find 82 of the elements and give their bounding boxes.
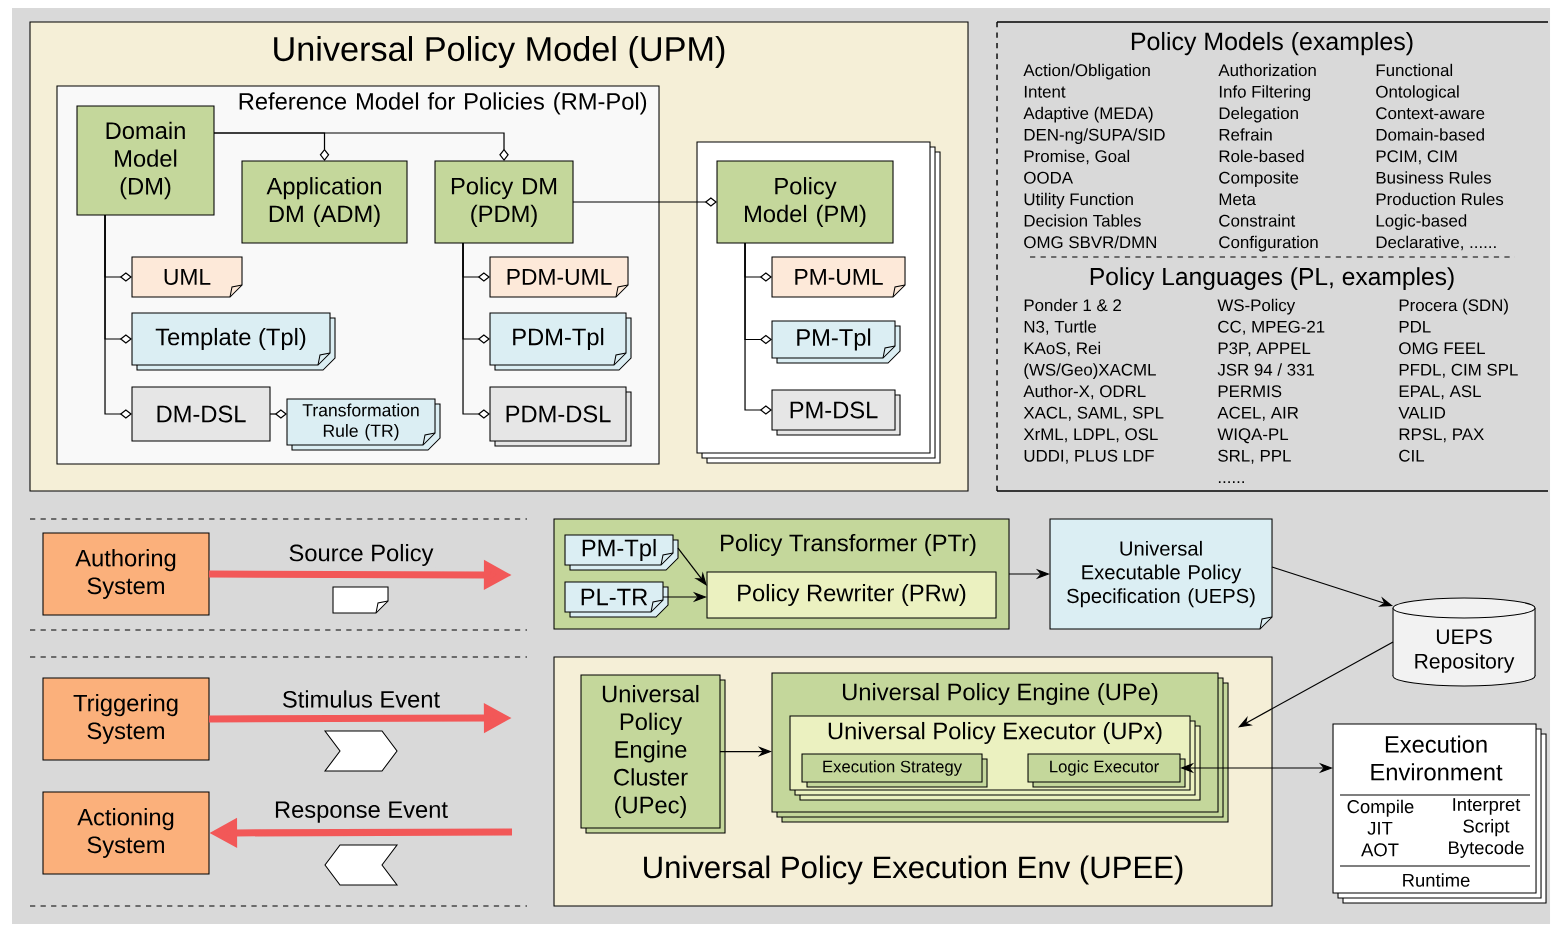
list-item: Adaptive (MEDA) xyxy=(1023,106,1153,123)
list-item: Procera (SDN) xyxy=(1399,298,1508,315)
list-item: Intent xyxy=(1024,85,1066,98)
section-heading: Policy Languages (PL, examples) xyxy=(1090,267,1454,291)
dsl-stack: PDM-DSL xyxy=(489,386,632,447)
edge-label: Response Event xyxy=(272,799,450,825)
list-item: PDL xyxy=(1399,320,1431,333)
system-box: Authoring System xyxy=(42,532,210,616)
list-item: PCIM, CIM xyxy=(1376,150,1457,165)
document-stack: PDM-Tpl xyxy=(489,312,632,371)
arrow xyxy=(1238,641,1394,728)
list-item: Constraint xyxy=(1219,214,1296,227)
document-stack: PL-TR xyxy=(564,581,669,618)
list-item: Composite xyxy=(1219,171,1299,187)
list-item: Promise, Goal xyxy=(1024,149,1130,165)
system-box: Triggering System xyxy=(42,677,210,761)
list-item: JSR 94 / 331 xyxy=(1217,363,1315,376)
system-box: Actioning System xyxy=(42,791,210,875)
list-item: Role-based xyxy=(1219,149,1304,163)
list-item: VALID xyxy=(1398,406,1446,419)
list-item: OMG SBVR/DMN xyxy=(1024,235,1156,249)
cluster-stack: Universal Policy Engine Cluster (UPec) xyxy=(580,674,726,834)
arrow xyxy=(213,132,509,161)
list-item: Declarative, ...... xyxy=(1376,235,1496,251)
component-box: Execution Strategy xyxy=(801,753,988,788)
list-item: CIL xyxy=(1399,449,1425,462)
rewriter-box: Policy Rewriter (PRw) xyxy=(706,571,997,619)
edge-label: Stimulus Event xyxy=(280,688,442,710)
model-box: Domain Model (DM) xyxy=(76,105,215,216)
list-item: Action/Obligation xyxy=(1023,63,1150,80)
list-item: ...... xyxy=(1218,481,1244,483)
document-stack: PM-Tpl xyxy=(564,534,679,571)
environment-stack: Execution Environment Compile JIT AOT Interpret Script Bytecode Runtime xyxy=(1332,723,1547,904)
list-item: PERMIS xyxy=(1218,385,1282,398)
list-item: Context-aware xyxy=(1376,107,1485,120)
list-item: Ontological xyxy=(1376,85,1459,101)
list-item: SRL, PPL xyxy=(1218,449,1291,464)
list-item: Configuration xyxy=(1219,235,1318,252)
document-stack: PM-Tpl xyxy=(771,320,901,364)
list-item: WS-Policy xyxy=(1217,298,1296,315)
list-item: Production Rules xyxy=(1376,192,1504,206)
list-item: Domain-based xyxy=(1376,128,1484,141)
list-item: XACL, SAML, SPL xyxy=(1023,406,1164,421)
list-item: XrML, LDPL, OSL xyxy=(1023,428,1158,443)
model-box: Application DM (ADM) xyxy=(241,160,408,244)
component-box: Logic Executor xyxy=(1027,753,1186,788)
list-item: Utility Function xyxy=(1024,192,1133,209)
list-item: Business Rules xyxy=(1376,171,1491,184)
dsl-box: DM-DSL xyxy=(131,386,271,442)
list-item: Functional xyxy=(1376,63,1453,77)
arrow xyxy=(104,214,132,419)
list-item: PFDL, CIM SPL xyxy=(1399,363,1518,378)
list-item: RPSL, PAX xyxy=(1399,428,1484,443)
list-item: Meta xyxy=(1219,193,1256,206)
dsl-stack: PM-DSL xyxy=(771,389,901,436)
list-item: DEN-ng/SUPA/SID xyxy=(1024,128,1165,144)
list-item: Authorization xyxy=(1218,63,1316,77)
list-item: Ponder 1 & 2 xyxy=(1024,298,1121,312)
document-stack: Template (Tpl) xyxy=(131,312,336,371)
list-item: Decision Tables xyxy=(1024,214,1141,227)
list-item: WIQA-PL xyxy=(1217,428,1289,444)
list-item: Refrain xyxy=(1219,128,1272,141)
list-item: Logic-based xyxy=(1376,214,1467,230)
document-stack: Transformation Rule (TR) xyxy=(286,398,441,451)
list-item: OMG FEEL xyxy=(1399,342,1485,355)
model-box: Policy DM (PDM) xyxy=(434,160,574,244)
list-item: Delegation xyxy=(1219,106,1298,123)
list-item: ACEL, AIR xyxy=(1217,406,1299,421)
list-item: UDDI, PLUS LDF xyxy=(1024,449,1154,464)
list-item: KAoS, Rei xyxy=(1024,341,1101,357)
edge-label: Source Policy xyxy=(286,542,436,568)
repository-cylinder: UEPS Repository xyxy=(1392,597,1536,687)
list-item: (WS/Geo)XACML xyxy=(1024,363,1156,379)
list-item: OODA xyxy=(1024,171,1073,184)
list-item: CC, MPEG-21 xyxy=(1218,320,1325,335)
list-item: EPAL, ASL xyxy=(1399,385,1481,400)
list-item: P3P, APPEL xyxy=(1218,342,1311,357)
section-heading: Policy Models (examples) xyxy=(1131,31,1413,56)
list-item: Author-X, ODRL xyxy=(1023,384,1146,400)
list-item: Info Filtering xyxy=(1219,85,1311,101)
model-box: Policy Model (PM) xyxy=(716,160,894,244)
list-item: N3, Turtle xyxy=(1024,320,1097,335)
